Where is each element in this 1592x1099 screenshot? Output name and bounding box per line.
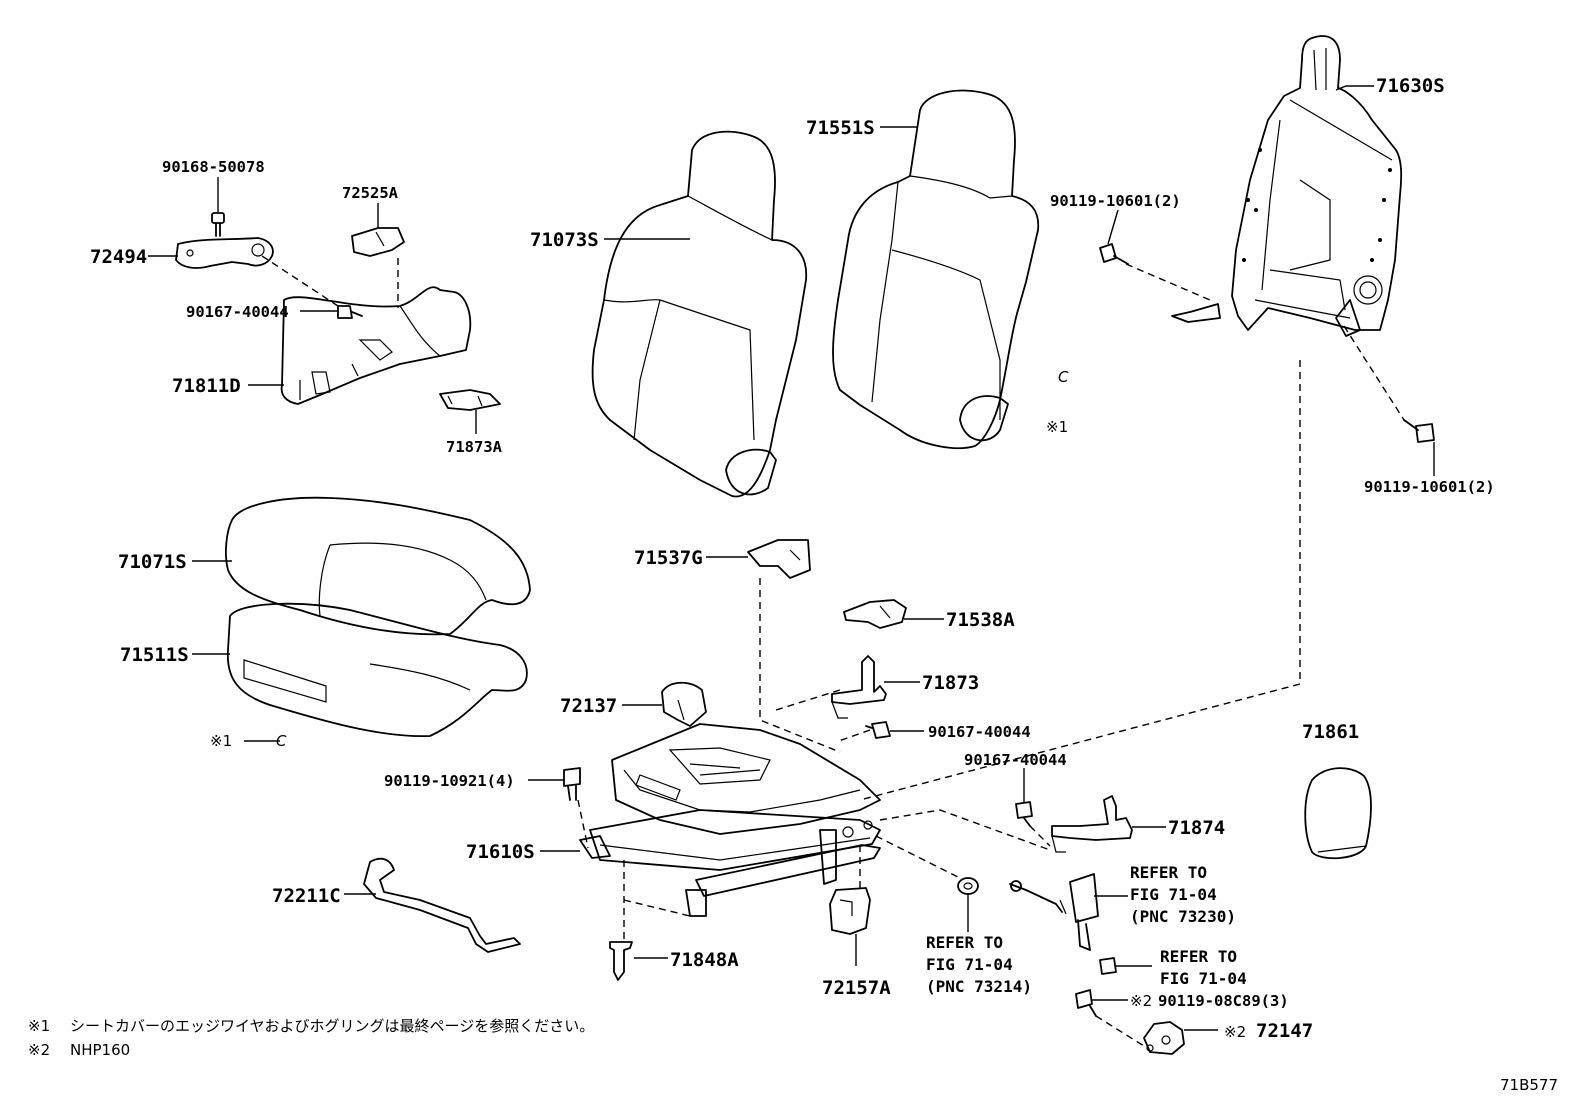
mark-1-right: ※1 <box>1046 418 1068 436</box>
headrest-71861[interactable] <box>1304 767 1372 860</box>
bracket-71873a[interactable] <box>439 389 501 411</box>
label-71073s[interactable]: 71073S <box>530 229 599 251</box>
bolt-90167-40044-lower[interactable] <box>1015 801 1033 827</box>
armrest-bracket-72494[interactable] <box>175 237 274 269</box>
assembly-dashed-lines <box>261 255 1405 1047</box>
seat-frame-71610s[interactable] <box>579 723 881 917</box>
label-90119-08c89[interactable]: 90119-08C89(3) <box>1158 992 1289 1010</box>
bracket-71537g[interactable] <box>747 539 811 579</box>
cover-72157a[interactable] <box>829 887 871 935</box>
mark-2-b: ※2 <box>1224 1023 1246 1041</box>
label-71610s[interactable]: 71610S <box>466 841 535 863</box>
label-71511s[interactable]: 71511S <box>120 644 189 666</box>
seatback-pad-71551s[interactable] <box>832 89 1040 449</box>
label-71861[interactable]: 71861 <box>1302 721 1359 743</box>
refer-nut-line2: FIG 71-04 <box>1160 969 1247 988</box>
bracket-71538a[interactable] <box>843 599 907 629</box>
part-labels: 71630S 71551S 71073S 90168-50078 72525A … <box>90 75 1495 1042</box>
bolt-90119-10921[interactable] <box>563 767 581 801</box>
seat-cover-71071s[interactable] <box>225 496 531 636</box>
footnote-1-mark: ※1 <box>28 1017 50 1035</box>
label-72211c[interactable]: 72211C <box>272 885 341 907</box>
label-72137[interactable]: 72137 <box>560 695 617 717</box>
diagram-code: 71B577 <box>1500 1076 1558 1094</box>
bolt-90167-40044-mid[interactable] <box>865 721 891 739</box>
cover-72525a[interactable] <box>351 227 405 257</box>
label-71873a[interactable]: 71873A <box>446 438 503 456</box>
bolt-90119-10601-upper[interactable] <box>1099 243 1129 265</box>
label-90167-40044-a[interactable]: 90167-40044 <box>186 303 289 321</box>
label-71551s[interactable]: 71551S <box>806 117 875 139</box>
bracket-72147[interactable] <box>1143 1021 1185 1055</box>
label-71630s[interactable]: 71630S <box>1376 75 1445 97</box>
refer-73230-line1[interactable]: REFER TO <box>1130 863 1207 882</box>
bolt-90167-40044-upper[interactable] <box>337 305 363 319</box>
bracket-71873[interactable] <box>831 655 887 719</box>
seatback-frame-71630s[interactable] <box>1171 35 1403 337</box>
label-90167-40044-c[interactable]: 90167-40044 <box>964 751 1067 769</box>
leader-lines <box>148 85 1435 1031</box>
armrest-71811d[interactable] <box>280 286 472 405</box>
seat-belt-buckle-73230[interactable] <box>1009 873 1099 951</box>
bolt-90119-10601-lower[interactable] <box>1403 419 1435 443</box>
label-71811d[interactable]: 71811D <box>172 375 241 397</box>
refer-73214-line2: FIG 71-04 <box>926 955 1013 974</box>
label-90167-40044-b[interactable]: 90167-40044 <box>928 723 1031 741</box>
bolt-90119-08c89[interactable] <box>1075 989 1097 1017</box>
refer-nut-line1[interactable]: REFER TO <box>1160 947 1237 966</box>
cover-72137[interactable] <box>661 681 707 727</box>
c-glyph-right: C <box>1058 368 1069 386</box>
refer-73230-line2: FIG 71-04 <box>1130 885 1217 904</box>
label-90168-50078[interactable]: 90168-50078 <box>162 158 265 176</box>
label-71848a[interactable]: 71848A <box>670 949 739 971</box>
label-71538a[interactable]: 71538A <box>946 609 1015 631</box>
footnote-2-mark: ※2 <box>28 1041 50 1059</box>
label-72494[interactable]: 72494 <box>90 246 147 268</box>
label-72525a[interactable]: 72525A <box>342 184 399 202</box>
refer-73230-line3: (PNC 73230) <box>1130 907 1236 926</box>
label-90119-10921[interactable]: 90119-10921(4) <box>384 772 515 790</box>
footnote-1-text: シートカバーのエッジワイヤおよびホグリングは最終ページを参照ください。 <box>70 1017 594 1035</box>
bracket-71874[interactable] <box>1051 795 1133 853</box>
label-71874[interactable]: 71874 <box>1168 817 1225 839</box>
label-71071s[interactable]: 71071S <box>118 551 187 573</box>
label-71873[interactable]: 71873 <box>922 672 979 694</box>
footnotes: ※1 シートカバーのエッジワイヤおよびホグリングは最終ページを参照ください。 ※… <box>28 1017 594 1059</box>
pin-71848a[interactable] <box>609 941 633 981</box>
cable-72211c[interactable] <box>363 857 521 953</box>
label-72157a[interactable]: 72157A <box>822 977 891 999</box>
seat-pad-71511s[interactable] <box>226 602 528 738</box>
label-72147[interactable]: 72147 <box>1256 1020 1313 1042</box>
washer-73214[interactable] <box>957 877 979 895</box>
bolt-90168-50078[interactable] <box>211 212 225 237</box>
label-71537g[interactable]: 71537G <box>634 547 703 569</box>
mark-2-a: ※2 <box>1130 992 1152 1010</box>
footnote-2-text: NHP160 <box>70 1041 130 1059</box>
refer-73214-line3: (PNC 73214) <box>926 977 1032 996</box>
refer-73214-line1[interactable]: REFER TO <box>926 933 1003 952</box>
nut-73230[interactable] <box>1099 957 1117 975</box>
label-90119-10601-b[interactable]: 90119-10601(2) <box>1364 478 1495 496</box>
c-glyph-left: C <box>276 732 287 750</box>
label-90119-10601-a[interactable]: 90119-10601(2) <box>1050 192 1181 210</box>
seatback-cover-71073s[interactable] <box>591 130 808 498</box>
mark-1-left: ※1 <box>210 732 232 750</box>
